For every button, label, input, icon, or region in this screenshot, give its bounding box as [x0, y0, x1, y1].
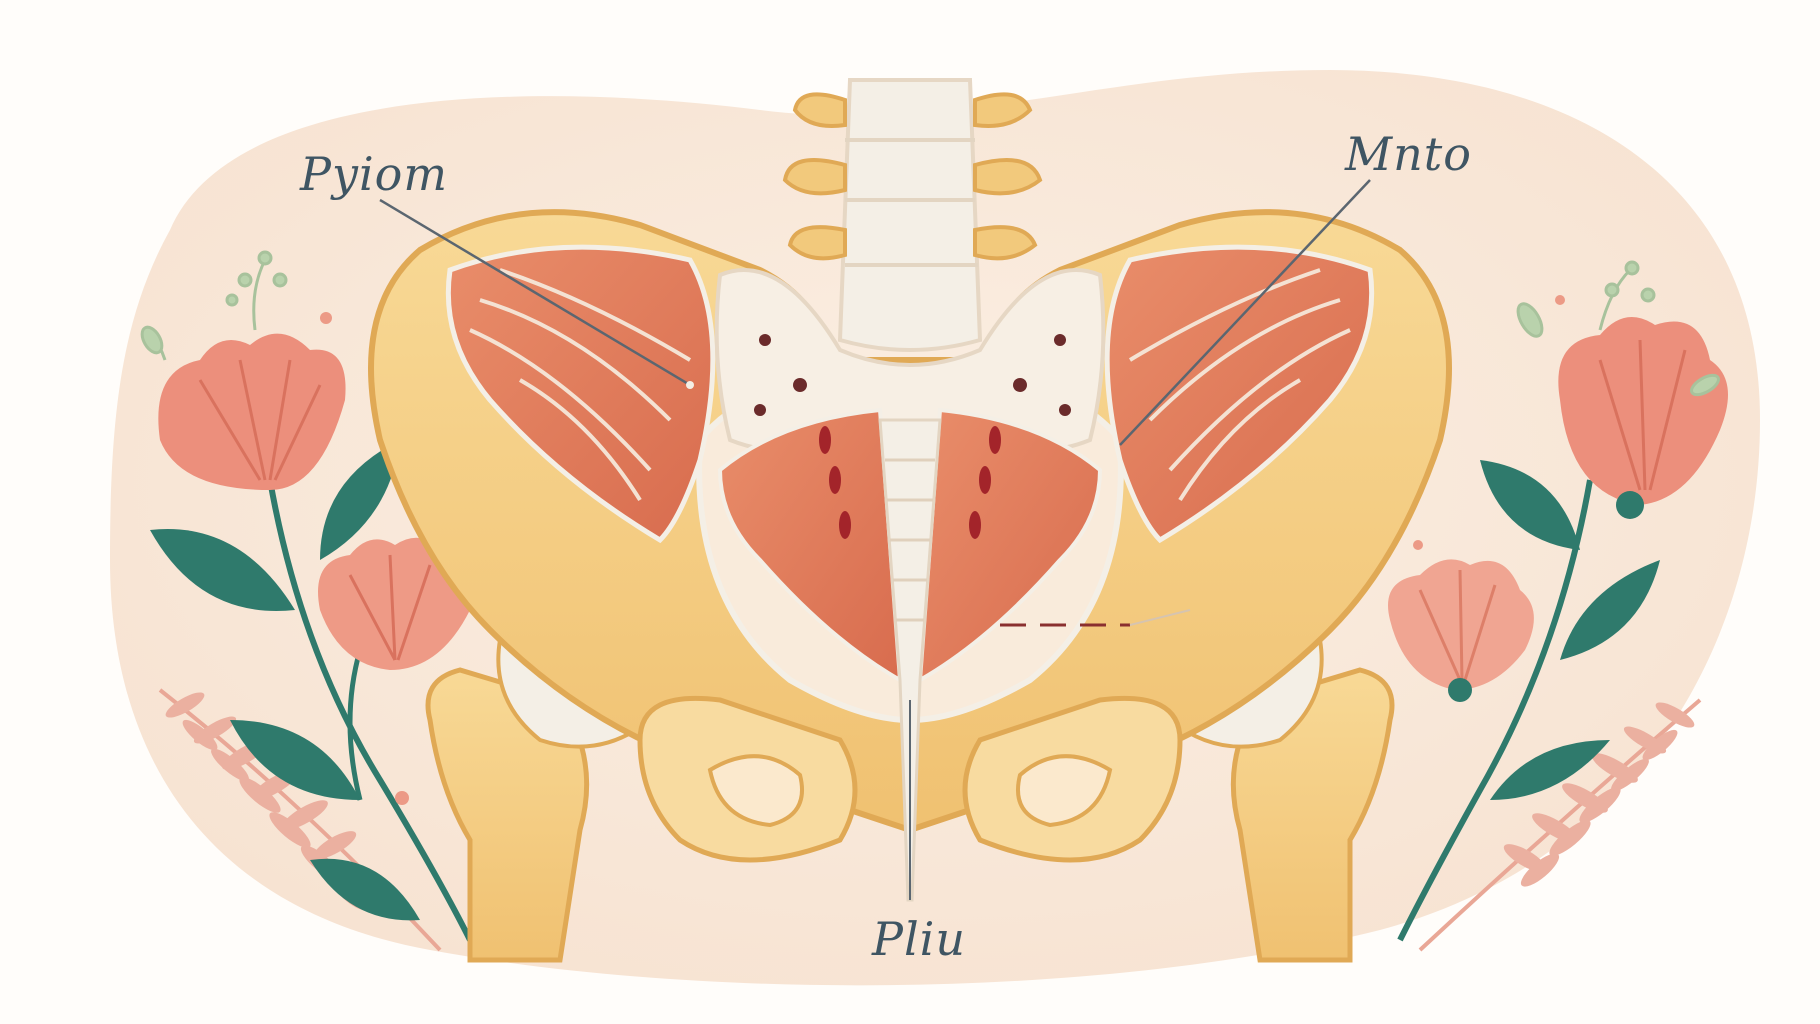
leader-line-top-right — [1119, 179, 1371, 446]
leaf-icon — [1490, 740, 1610, 800]
flower-icon — [158, 333, 346, 490]
leaf-icon — [310, 858, 420, 921]
leaf-icon — [1480, 460, 1580, 550]
pelvic-floor-muscles — [717, 407, 1103, 684]
label-top-right: Mnto — [1344, 127, 1472, 181]
label-top-left: Pyiom — [299, 147, 448, 201]
flower-icon — [1388, 559, 1534, 702]
right-floral-decoration — [1388, 260, 1728, 952]
label-bottom: Pliu — [871, 912, 966, 966]
leaf-icon — [320, 440, 400, 560]
right-fern-icon — [1418, 698, 1702, 952]
lumbar-spine — [782, 78, 1043, 352]
left-iliacus-muscle — [445, 244, 716, 544]
muscle-red-marks — [819, 426, 1001, 539]
sprig-icon — [1516, 260, 1720, 397]
coccyx — [878, 418, 942, 902]
right-iliacus-muscle — [1104, 244, 1375, 544]
left-floral-decoration — [140, 250, 473, 952]
leader-line-top-left — [379, 198, 691, 387]
flower-icon — [1558, 317, 1728, 519]
flower-icon — [318, 537, 473, 670]
leaf-icon — [230, 720, 360, 800]
sacrum — [714, 268, 1106, 452]
leaf-icon — [1560, 560, 1660, 660]
leaf-icon — [150, 529, 295, 611]
